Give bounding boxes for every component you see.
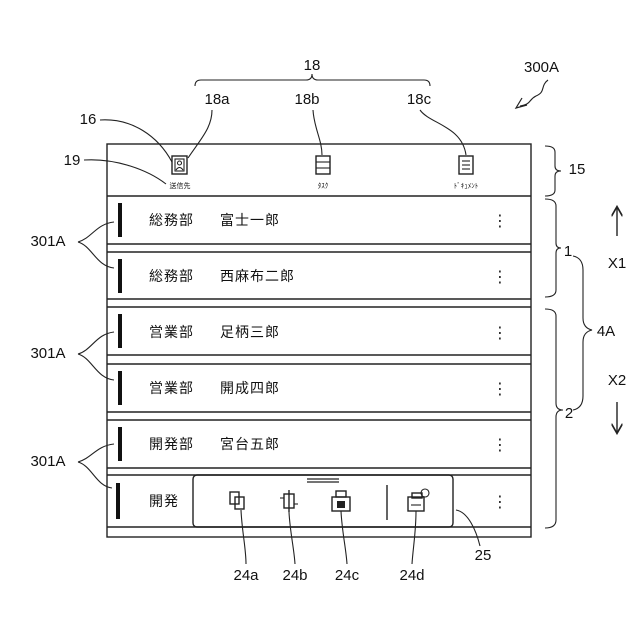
- ref-tab-2: 18b: [294, 91, 319, 108]
- list-item[interactable]: 営業部 開成四郎 ⋮: [118, 371, 508, 405]
- figure-label: 300A: [524, 59, 559, 76]
- ref-tab-3: 18c: [407, 91, 432, 108]
- figure-label-leader: [520, 80, 548, 106]
- more-options-icon[interactable]: ⋮: [492, 492, 508, 511]
- ref-tab-icon: 16: [80, 111, 97, 128]
- list-item[interactable]: 総務部 富士一郎 ⋮: [118, 203, 508, 237]
- row-name: 宮台五郎: [220, 437, 280, 453]
- list-item[interactable]: 開発部 宮台五郎 ⋮: [118, 427, 508, 461]
- tab-bar: 送信先 ﾀｽｸ ﾄﾞｷｭﾒﾝﾄ: [107, 156, 531, 196]
- copy-icon[interactable]: [230, 492, 244, 509]
- print-settings-icon[interactable]: [408, 489, 429, 511]
- ref-group-2: 2: [565, 405, 573, 422]
- row-dept: 営業部: [149, 325, 194, 341]
- tab-document-label: ﾄﾞｷｭﾒﾝﾄ: [454, 182, 479, 190]
- contact-card-icon: [172, 156, 187, 174]
- ref-action-scan: 24b: [282, 567, 307, 584]
- row-dept: 開発: [149, 494, 179, 510]
- row-dept: 営業部: [149, 381, 194, 397]
- print-icon[interactable]: [332, 491, 350, 511]
- ref-tab-1: 18a: [204, 91, 230, 108]
- row-accent-bar: [116, 483, 120, 519]
- document-icon: [459, 156, 473, 174]
- ref-row-pair-1: 301A: [30, 233, 65, 250]
- more-options-icon[interactable]: ⋮: [492, 379, 508, 398]
- row-dept: 総務部: [149, 213, 194, 229]
- row-dept: 開発部: [149, 437, 194, 453]
- ref-tabs-group: 18: [304, 57, 321, 74]
- list-item[interactable]: 営業部 足柄三郎 ⋮: [118, 314, 508, 348]
- ref-row-pair-3: 301A: [30, 453, 65, 470]
- task-list-icon: [316, 156, 330, 174]
- ref-row-pair-2: 301A: [30, 345, 65, 362]
- ref-tab-bar: 15: [569, 161, 586, 178]
- ref-list-area: 4A: [597, 323, 615, 340]
- row-accent-bar: [118, 427, 122, 461]
- ref-scroll-up: X1: [608, 255, 626, 272]
- row-name: 足柄三郎: [220, 325, 280, 341]
- tab-task[interactable]: ﾀｽｸ: [316, 156, 330, 190]
- row-name: 開成四郎: [220, 381, 280, 397]
- ref-action-copy: 24a: [233, 567, 259, 584]
- ref-action-print: 24c: [335, 567, 360, 584]
- row-name: 富士一郎: [220, 212, 280, 229]
- row-accent-bar: [118, 259, 122, 293]
- ref-tabs-bracket: [195, 74, 430, 86]
- row-accent-bar: [118, 314, 122, 348]
- action-popup-menu: [193, 475, 453, 527]
- ref-group-1: 1: [564, 243, 572, 260]
- scan-icon[interactable]: [280, 490, 298, 512]
- row-dept: 総務部: [149, 269, 194, 285]
- row-accent-bar: [118, 371, 122, 405]
- ref-scroll-down: X2: [608, 372, 626, 389]
- row-name: 西麻布二郎: [220, 269, 295, 285]
- tab-task-label: ﾀｽｸ: [318, 182, 329, 190]
- list-item[interactable]: 総務部 西麻布二郎 ⋮: [118, 259, 508, 293]
- list-item[interactable]: 開発 ⋮: [116, 483, 508, 519]
- ref-popup-menu: 25: [475, 547, 492, 564]
- ref-action-print-settings: 24d: [399, 567, 424, 584]
- tab-document[interactable]: ﾄﾞｷｭﾒﾝﾄ: [454, 156, 479, 190]
- more-options-icon[interactable]: ⋮: [492, 211, 508, 230]
- contact-list: 総務部 富士一郎 ⋮ 総務部 西麻布二郎 ⋮ 営業部 足柄三郎 ⋮ 営業部 開成…: [107, 203, 531, 519]
- tab-destinations-label: 送信先: [170, 181, 191, 190]
- more-options-icon[interactable]: ⋮: [492, 267, 508, 286]
- more-options-icon[interactable]: ⋮: [492, 323, 508, 342]
- tab-destinations[interactable]: 送信先: [170, 156, 191, 190]
- ref-tab-label: 19: [64, 152, 81, 169]
- more-options-icon[interactable]: ⋮: [492, 435, 508, 454]
- figure-label-arrowhead: [516, 98, 527, 108]
- row-accent-bar: [118, 203, 122, 237]
